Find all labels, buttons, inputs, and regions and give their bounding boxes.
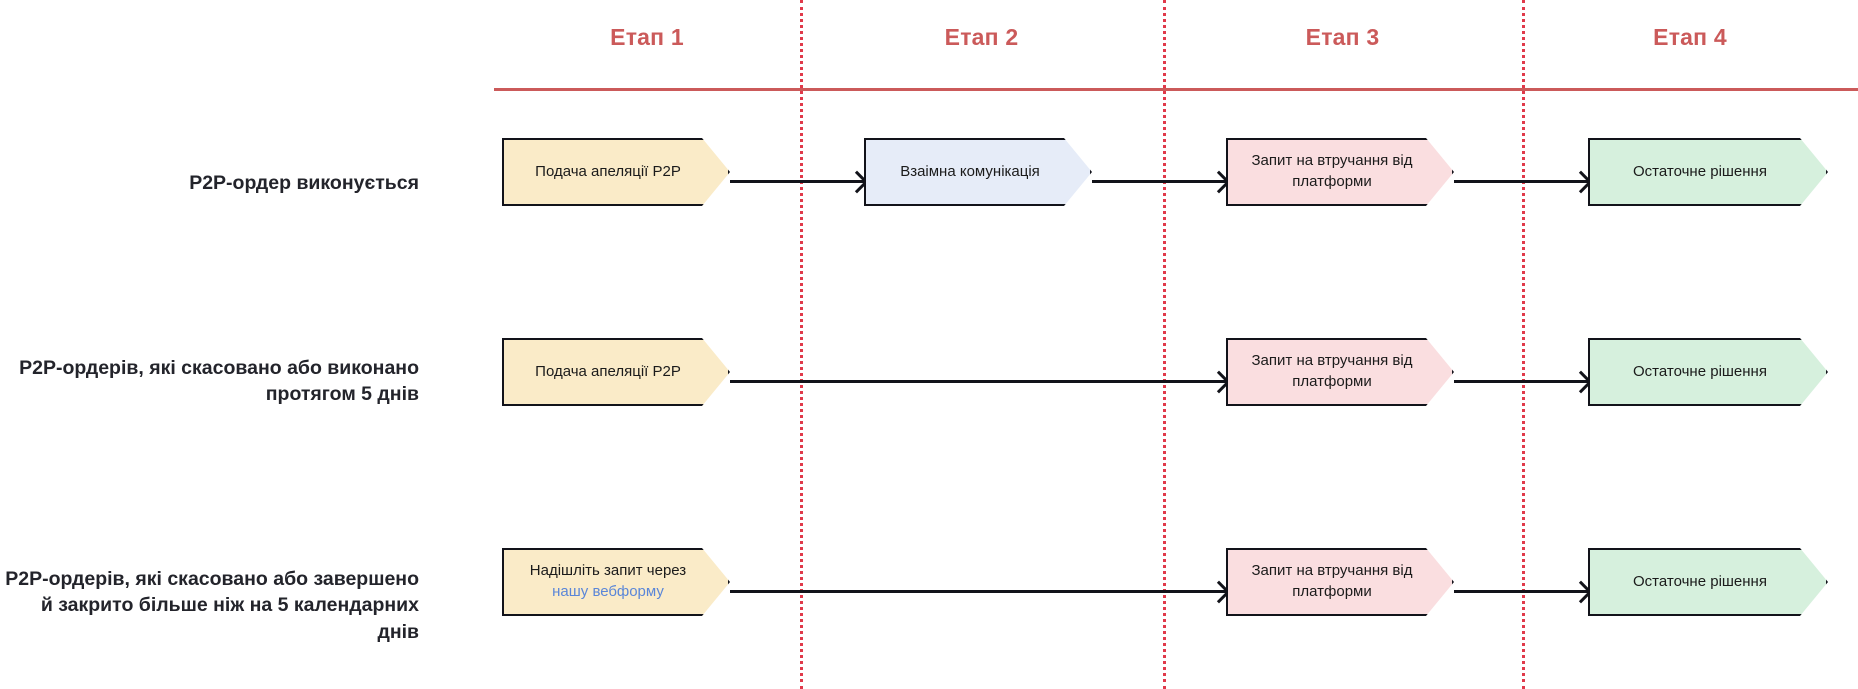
node-final-row1-text: Остаточне рішення <box>1633 162 1767 180</box>
connector-row2-b <box>1454 380 1588 383</box>
connector-row2-a <box>730 380 1226 383</box>
node-appeal-row1[interactable]: Подача апеляції P2P <box>502 138 730 206</box>
node-final-row3[interactable]: Остаточне рішення <box>1588 548 1828 616</box>
node-appeal-row2-text: Подача апеляції P2P <box>535 362 681 380</box>
node-final-row2[interactable]: Остаточне рішення <box>1588 338 1828 406</box>
node-platform-row1[interactable]: Запит на втручання від платформи <box>1226 138 1454 206</box>
node-platform-row2-text: Запит на втручання від платформи <box>1251 352 1413 390</box>
node-final-row1[interactable]: Остаточне рішення <box>1588 138 1828 206</box>
node-appeal-row2[interactable]: Подача апеляції P2P <box>502 338 730 406</box>
stage-header-1: Етап 1 <box>610 24 684 50</box>
node-webform-row3-text: Надішліть запит через <box>529 562 687 580</box>
connector-row3-b <box>1454 590 1588 593</box>
node-webform-row3[interactable]: Надішліть запит через нашу вебформу <box>502 548 730 616</box>
header-rule <box>494 88 1858 91</box>
row-label-cancelled-within-5-days: P2P-ордерів, які скасовано або виконано … <box>19 357 419 406</box>
connector-row1-a <box>730 180 864 183</box>
node-platform-row3[interactable]: Запит на втручання від платформи <box>1226 548 1454 616</box>
connector-row3-a <box>730 590 1226 593</box>
row-label-closed-over-5-days: P2P-ордерів, які скасовано або завершено… <box>5 568 419 643</box>
stage-header-4: Етап 4 <box>1653 24 1727 50</box>
node-platform-row3-text: Запит на втручання від платформи <box>1251 562 1413 600</box>
node-mutual-row1[interactable]: Взаімна комунікація <box>864 138 1092 206</box>
row-label-order-in-progress: P2P-ордер виконується <box>189 172 419 194</box>
node-webform-row3-wrap: Надішліть запит через нашу вебформу <box>530 561 686 602</box>
stage-divider-2 <box>1163 0 1166 689</box>
node-mutual-row1-text: Взаімна комунікація <box>900 162 1040 180</box>
node-final-row2-text: Остаточне рішення <box>1633 362 1767 380</box>
stage-divider-3 <box>1522 0 1525 689</box>
connector-row1-c <box>1454 180 1588 183</box>
stage-divider-1 <box>800 0 803 689</box>
stage-header-2: Етап 2 <box>944 24 1019 50</box>
node-platform-row2[interactable]: Запит на втручання від платформи <box>1226 338 1454 406</box>
node-platform-row1-text: Запит на втручання від платформи <box>1251 152 1413 190</box>
stage-header-3: Етап 3 <box>1305 24 1380 50</box>
connector-row1-b <box>1092 180 1226 183</box>
node-appeal-row1-text: Подача апеляції P2P <box>535 162 681 180</box>
node-final-row3-text: Остаточне рішення <box>1633 572 1767 590</box>
webform-link[interactable]: нашу вебформу <box>552 583 664 600</box>
